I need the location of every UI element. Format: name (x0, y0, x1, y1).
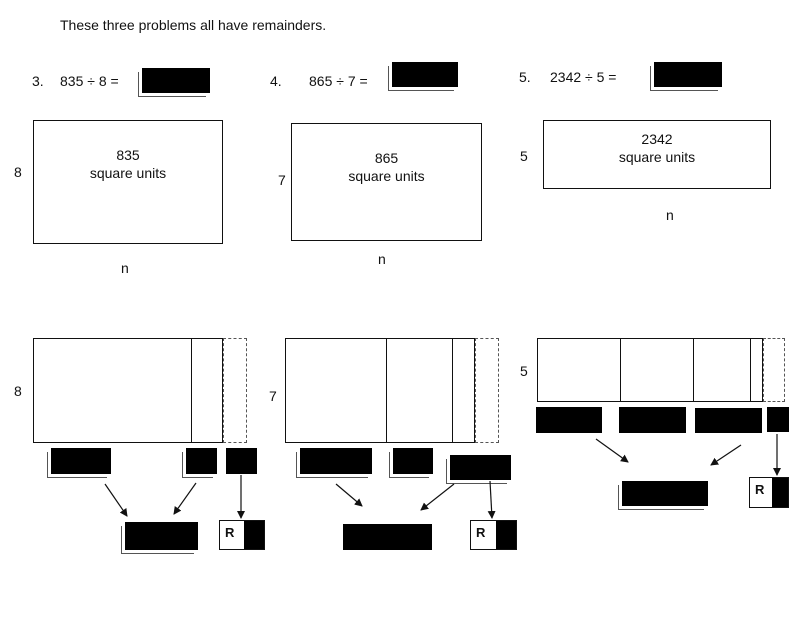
model-3-remainder-box: R (219, 520, 265, 550)
model-4-remainder-value-redacted (496, 521, 516, 549)
model-3-remainder-value-redacted (244, 521, 264, 549)
model-5-side-label: 5 (520, 363, 528, 379)
model-3-quotient-redacted (125, 522, 198, 550)
area-3-units: square units (89, 165, 167, 181)
model-4-arrow-2 (420, 483, 455, 511)
instruction-text: These three problems all have remainders… (60, 17, 327, 33)
model-5-remainder-value-redacted (772, 478, 788, 507)
model-5-remainder-box: R (749, 477, 789, 508)
model-5-remainder-redacted (767, 407, 789, 432)
model-4-quotient-redacted (343, 524, 432, 550)
model-5-remainder-prefix: R (755, 482, 765, 497)
model-5-partial-redacted-1 (536, 407, 602, 433)
area-4-bottom-label: n (378, 251, 386, 267)
model-5-arrow-1 (595, 438, 629, 463)
model-3-remainder-section (223, 338, 247, 443)
area-4-side-label: 7 (278, 172, 286, 188)
model-4-partial-redacted-3 (450, 455, 511, 480)
model-5-quotient-redacted (622, 481, 708, 506)
model-3-partial-redacted-1 (51, 448, 111, 474)
model-5-divider-1 (620, 339, 621, 401)
area-5-units: square units (618, 149, 696, 165)
model-4-side-label: 7 (269, 388, 277, 404)
model-3-side-label: 8 (14, 383, 22, 399)
area-4-units: square units (348, 168, 425, 184)
model-3-divider (191, 339, 192, 442)
problem-5-expression: 2342 ÷ 5 = (550, 69, 617, 85)
model-5-remainder-section (763, 338, 785, 402)
model-3-remainder-redacted (226, 448, 257, 474)
model-5-divider-3 (750, 339, 751, 401)
problem-5-answer-redacted (654, 62, 722, 87)
model-5-divider-2 (693, 339, 694, 401)
problem-4-answer-redacted (392, 62, 458, 87)
model-5-rectangle (537, 338, 763, 402)
area-3-bottom-label: n (121, 260, 129, 276)
problem-3-number: 3. (32, 73, 44, 89)
model-3-rectangle (33, 338, 223, 443)
area-5-bottom-label: n (666, 207, 674, 223)
problem-4-expression: 865 ÷ 7 = (309, 73, 368, 89)
model-4-rectangle (285, 338, 475, 443)
area-3-side-label: 8 (14, 164, 22, 180)
area-rectangle-5: 2342 square units (543, 120, 771, 189)
model-3-remainder-prefix: R (225, 525, 235, 540)
model-3-arrow-2 (173, 482, 197, 515)
model-4-partial-redacted-1 (300, 448, 372, 474)
area-3-value: 835 (116, 147, 140, 163)
model-4-remainder-box: R (470, 520, 517, 550)
area-4-value: 865 (374, 150, 399, 166)
area-rectangle-3: 835 square units (33, 120, 223, 244)
area-5-value: 2342 (641, 131, 673, 147)
problem-4-number: 4. (270, 73, 282, 89)
model-4-remainder-prefix: R (476, 525, 486, 540)
model-4-remainder-section (475, 338, 499, 443)
problem-3-answer-redacted (142, 68, 210, 93)
area-5-side-label: 5 (520, 148, 528, 164)
model-4-divider-2 (452, 339, 453, 442)
model-4-partial-redacted-2 (393, 448, 433, 474)
model-3-arrow-1 (104, 483, 128, 517)
model-5-partial-redacted-2 (619, 407, 686, 433)
model-3-partial-redacted-2 (186, 448, 217, 474)
model-5-arrow-2 (710, 444, 742, 466)
model-5-partial-redacted-3 (695, 408, 762, 433)
problem-3-expression: 835 ÷ 8 = (60, 73, 119, 89)
area-rectangle-4: 865 square units (291, 123, 482, 241)
problem-5-number: 5. (519, 69, 531, 85)
model-4-arrow-3 (487, 480, 496, 519)
model-4-arrow-1 (335, 483, 363, 507)
model-4-divider-1 (386, 339, 387, 442)
